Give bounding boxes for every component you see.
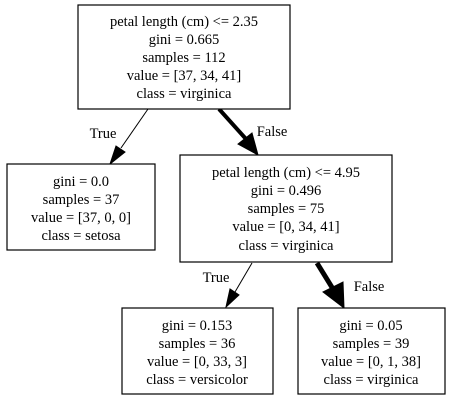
node-versicolor-leaf-line-3: value = [0, 33, 3] [147,354,247,370]
node-split-2-line-2: gini = 0.496 [251,183,322,199]
edge-root-false-label: False [257,124,288,140]
node-root-box [77,4,291,110]
node-root-line-3: samples = 112 [142,50,225,66]
node-versicolor-leaf-line-4: class = versicolor [146,372,248,388]
node-root-line-4: value = [37, 34, 41] [127,68,242,84]
node-virginica-leaf-line-3: value = [0, 1, 38] [321,354,421,370]
node-split-2-line-3: samples = 75 [248,201,325,217]
edge-split2-false-label: False [354,279,385,295]
node-virginica-leaf: gini = 0.05 samples = 39 value = [0, 1, … [297,307,446,395]
node-virginica-leaf-line-4: class = virginica [324,372,419,388]
node-setosa-leaf-line-2: samples = 37 [43,192,120,208]
node-root-line-1: petal length (cm) <= 2.35 [110,14,258,30]
node-root-line-2: gini = 0.665 [149,32,220,48]
edge-root-true-line [120,108,149,149]
edge-split2-true-line [234,262,253,293]
node-root-line-5: class = virginica [137,86,232,102]
edge-root-false-line [217,107,248,141]
node-setosa-leaf-line-1: gini = 0.0 [53,174,109,190]
edge-root-true-label: True [90,126,117,142]
node-setosa-leaf-line-3: value = [37, 0, 0] [31,210,131,226]
edge-root-true-arrow [108,145,126,166]
node-versicolor-leaf: gini = 0.153 samples = 36 value = [0, 33… [121,307,274,395]
node-versicolor-leaf-line-2: samples = 36 [159,336,236,352]
edge-split2-false-line [314,261,336,291]
node-split-2-line-4: value = [0, 34, 41] [232,219,339,235]
edge-root-false-arrow [237,132,259,157]
node-split-2: petal length (cm) <= 4.95 gini = 0.496 s… [179,154,393,263]
node-virginica-leaf-line-1: gini = 0.05 [339,318,402,334]
edge-split2-true-label: True [203,270,230,286]
node-virginica-leaf-line-2: samples = 39 [333,336,410,352]
edge-split2-false-arrow [322,281,345,310]
node-setosa-leaf-box [6,163,156,251]
node-split-2-box [179,154,393,263]
node-split-2-line-1: petal length (cm) <= 4.95 [212,165,360,181]
node-setosa-leaf-line-4: class = setosa [41,228,121,244]
node-versicolor-leaf-box [121,307,274,395]
edge-split2-false [314,261,345,310]
node-versicolor-leaf-line-1: gini = 0.153 [162,318,233,334]
edge-root-true [108,108,149,166]
node-setosa-leaf: gini = 0.0 samples = 37 value = [37, 0, … [6,163,156,251]
edge-split2-true-arrow [225,288,240,309]
node-root: petal length (cm) <= 2.35 gini = 0.665 s… [77,4,291,110]
edge-split2-true [225,262,253,309]
node-virginica-leaf-box [297,307,446,395]
node-split-2-line-5: class = virginica [239,238,334,254]
edge-root-false [217,107,259,157]
